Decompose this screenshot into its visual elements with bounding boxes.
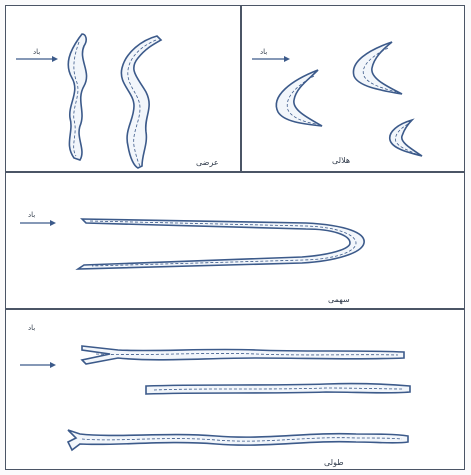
- parabolic-dune-drawing: [6, 173, 466, 310]
- wind-label: باد: [28, 324, 35, 332]
- wind-label: باد: [28, 211, 35, 219]
- panel-barchan-dunes: باد هلالی: [241, 5, 465, 172]
- panel-caption: هلالی: [332, 156, 350, 165]
- panel-longitudinal-dunes: باد طولی: [5, 309, 465, 470]
- barchan-dune-1: [276, 70, 322, 126]
- longitudinal-dunes-drawing: [6, 310, 466, 471]
- wind-label: باد: [260, 48, 267, 56]
- panel-caption: طولی: [324, 458, 344, 467]
- wind-arrow: [20, 220, 56, 226]
- longitudinal-dune-1: [82, 346, 404, 364]
- wind-arrow: [16, 56, 58, 62]
- transverse-dunes-drawing: [6, 6, 242, 173]
- panel-transverse-dunes: باد عرضی: [5, 5, 241, 172]
- panel-caption: سهمی: [328, 295, 350, 304]
- wind-arrow: [20, 362, 56, 368]
- wind-label: باد: [33, 48, 40, 56]
- panel-caption: عرضی: [196, 158, 219, 167]
- wind-arrow: [252, 56, 290, 62]
- panel-parabolic-dune: باد سهمی: [5, 172, 465, 309]
- parabolic-dune: [78, 219, 364, 269]
- barchan-dunes-drawing: [242, 6, 466, 173]
- transverse-dune-right: [121, 36, 161, 168]
